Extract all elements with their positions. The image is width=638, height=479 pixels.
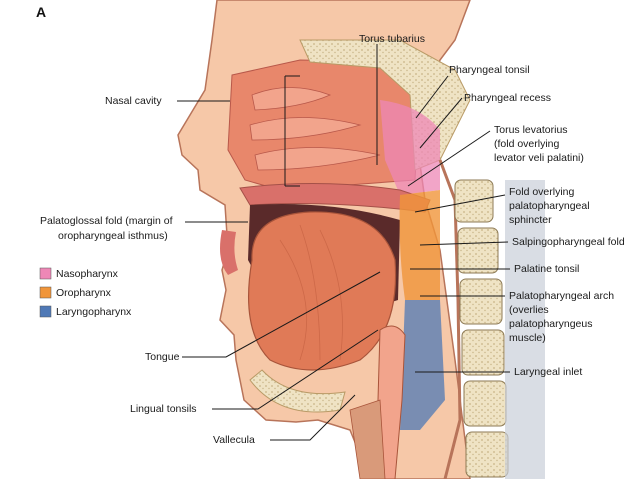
- label-salpingopharyngeal-fold: Salpingopharyngeal fold: [512, 236, 625, 248]
- label-torus-tubarius: Torus tubarius: [359, 33, 425, 45]
- legend-swatch-nasopharynx: [39, 267, 52, 280]
- labels: Torus tubarius Pharyngeal tonsil Nasal c…: [40, 33, 625, 446]
- label-torus-levatorius-1: Torus levatorius: [494, 124, 568, 136]
- label-pharyngeal-tonsil: Pharyngeal tonsil: [449, 64, 530, 76]
- epiglottis: [377, 325, 406, 479]
- leader-lines: [177, 44, 510, 441]
- label-palatopharyngeal-arch-3: palatopharyngeus: [509, 318, 592, 330]
- legend-label-oropharynx: Oropharynx: [56, 287, 112, 299]
- legend: Nasopharynx Oropharynx Laryngopharynx: [39, 267, 132, 318]
- label-fold-overlying-1: Fold overlying: [509, 186, 575, 198]
- legend-swatch-oropharynx: [39, 286, 52, 299]
- label-lingual-tonsils: Lingual tonsils: [130, 403, 197, 415]
- label-pharyngeal-recess: Pharyngeal recess: [464, 92, 551, 104]
- label-laryngeal-inlet: Laryngeal inlet: [514, 366, 582, 378]
- label-nasal-cavity: Nasal cavity: [105, 95, 162, 107]
- oropharynx-region: [399, 190, 440, 300]
- label-palatopharyngeal-arch-1: Palatopharyngeal arch: [509, 290, 614, 302]
- label-palatine-tonsil: Palatine tonsil: [514, 263, 579, 275]
- nasopharynx-region: [380, 100, 440, 195]
- label-palatopharyngeal-arch-2: (overlies: [509, 304, 549, 316]
- label-torus-levatorius-3: levator veli palatini): [494, 152, 584, 164]
- panel-letter: A: [36, 4, 46, 20]
- legend-label-laryngopharynx: Laryngopharynx: [56, 306, 132, 318]
- legend-swatch-laryngopharynx: [39, 305, 52, 318]
- label-palatoglossal-fold-1: Palatoglossal fold (margin of: [40, 215, 173, 227]
- label-torus-levatorius-2: (fold overlying: [494, 138, 560, 150]
- laryngopharynx-region: [400, 300, 445, 430]
- label-palatoglossal-fold-2: oropharyngeal isthmus): [58, 230, 168, 242]
- label-fold-overlying-3: sphincter: [509, 214, 552, 226]
- label-palatopharyngeal-arch-4: muscle): [509, 332, 546, 344]
- head-illustration: [177, 0, 545, 479]
- label-fold-overlying-2: palatopharyngeal: [509, 200, 590, 212]
- label-tongue: Tongue: [145, 351, 180, 363]
- tongue-shape: [247, 211, 397, 371]
- label-vallecula: Vallecula: [213, 434, 255, 446]
- cervical-spine: [454, 179, 545, 479]
- legend-label-nasopharynx: Nasopharynx: [56, 268, 119, 280]
